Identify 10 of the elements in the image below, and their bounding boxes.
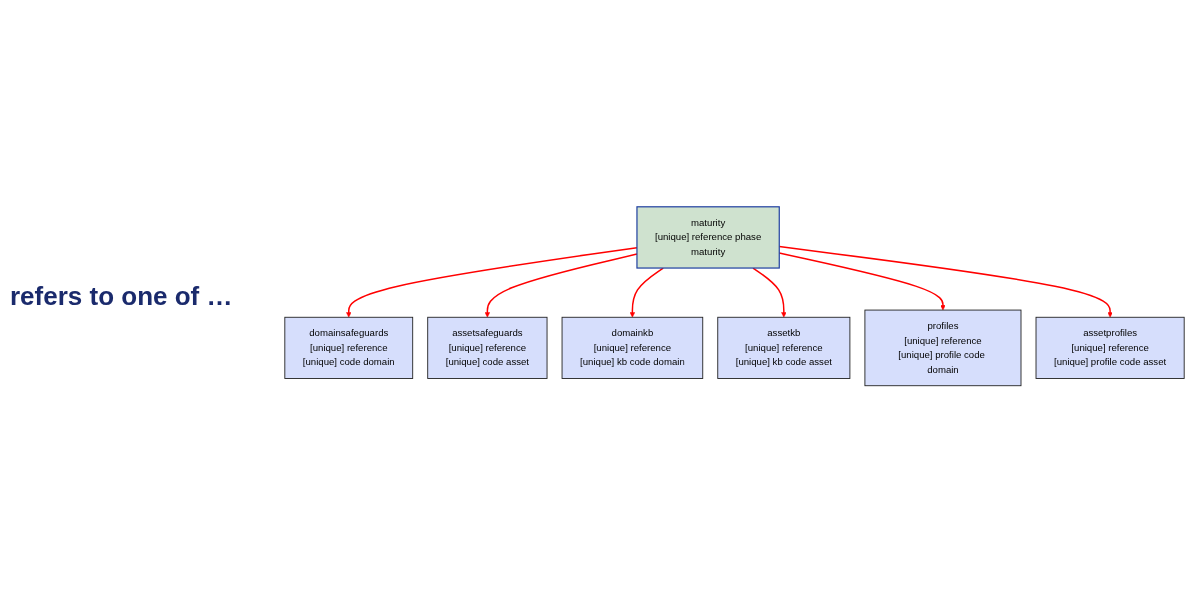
node-box: assetkb [unique] reference [unique] kb code asset bbox=[717, 317, 851, 380]
arrow bbox=[629, 267, 664, 318]
node-box: assetprofiles [unique] reference [unique] profile code asset bbox=[1035, 317, 1185, 380]
node-box: profiles [unique] reference [unique] profile code domain bbox=[864, 309, 1022, 387]
note-text: refers to one of … bbox=[10, 281, 234, 312]
arrow bbox=[752, 267, 787, 318]
node-box: domainkb [unique] reference [unique] kb code domain bbox=[561, 317, 704, 380]
node-box: domainsafeguards [unique] reference [unique] code domain bbox=[284, 317, 414, 380]
node-box: maturity [unique] reference phase maturity bbox=[636, 206, 780, 269]
node-box: assetsafeguards [unique] reference [unique] code asset bbox=[427, 317, 548, 380]
